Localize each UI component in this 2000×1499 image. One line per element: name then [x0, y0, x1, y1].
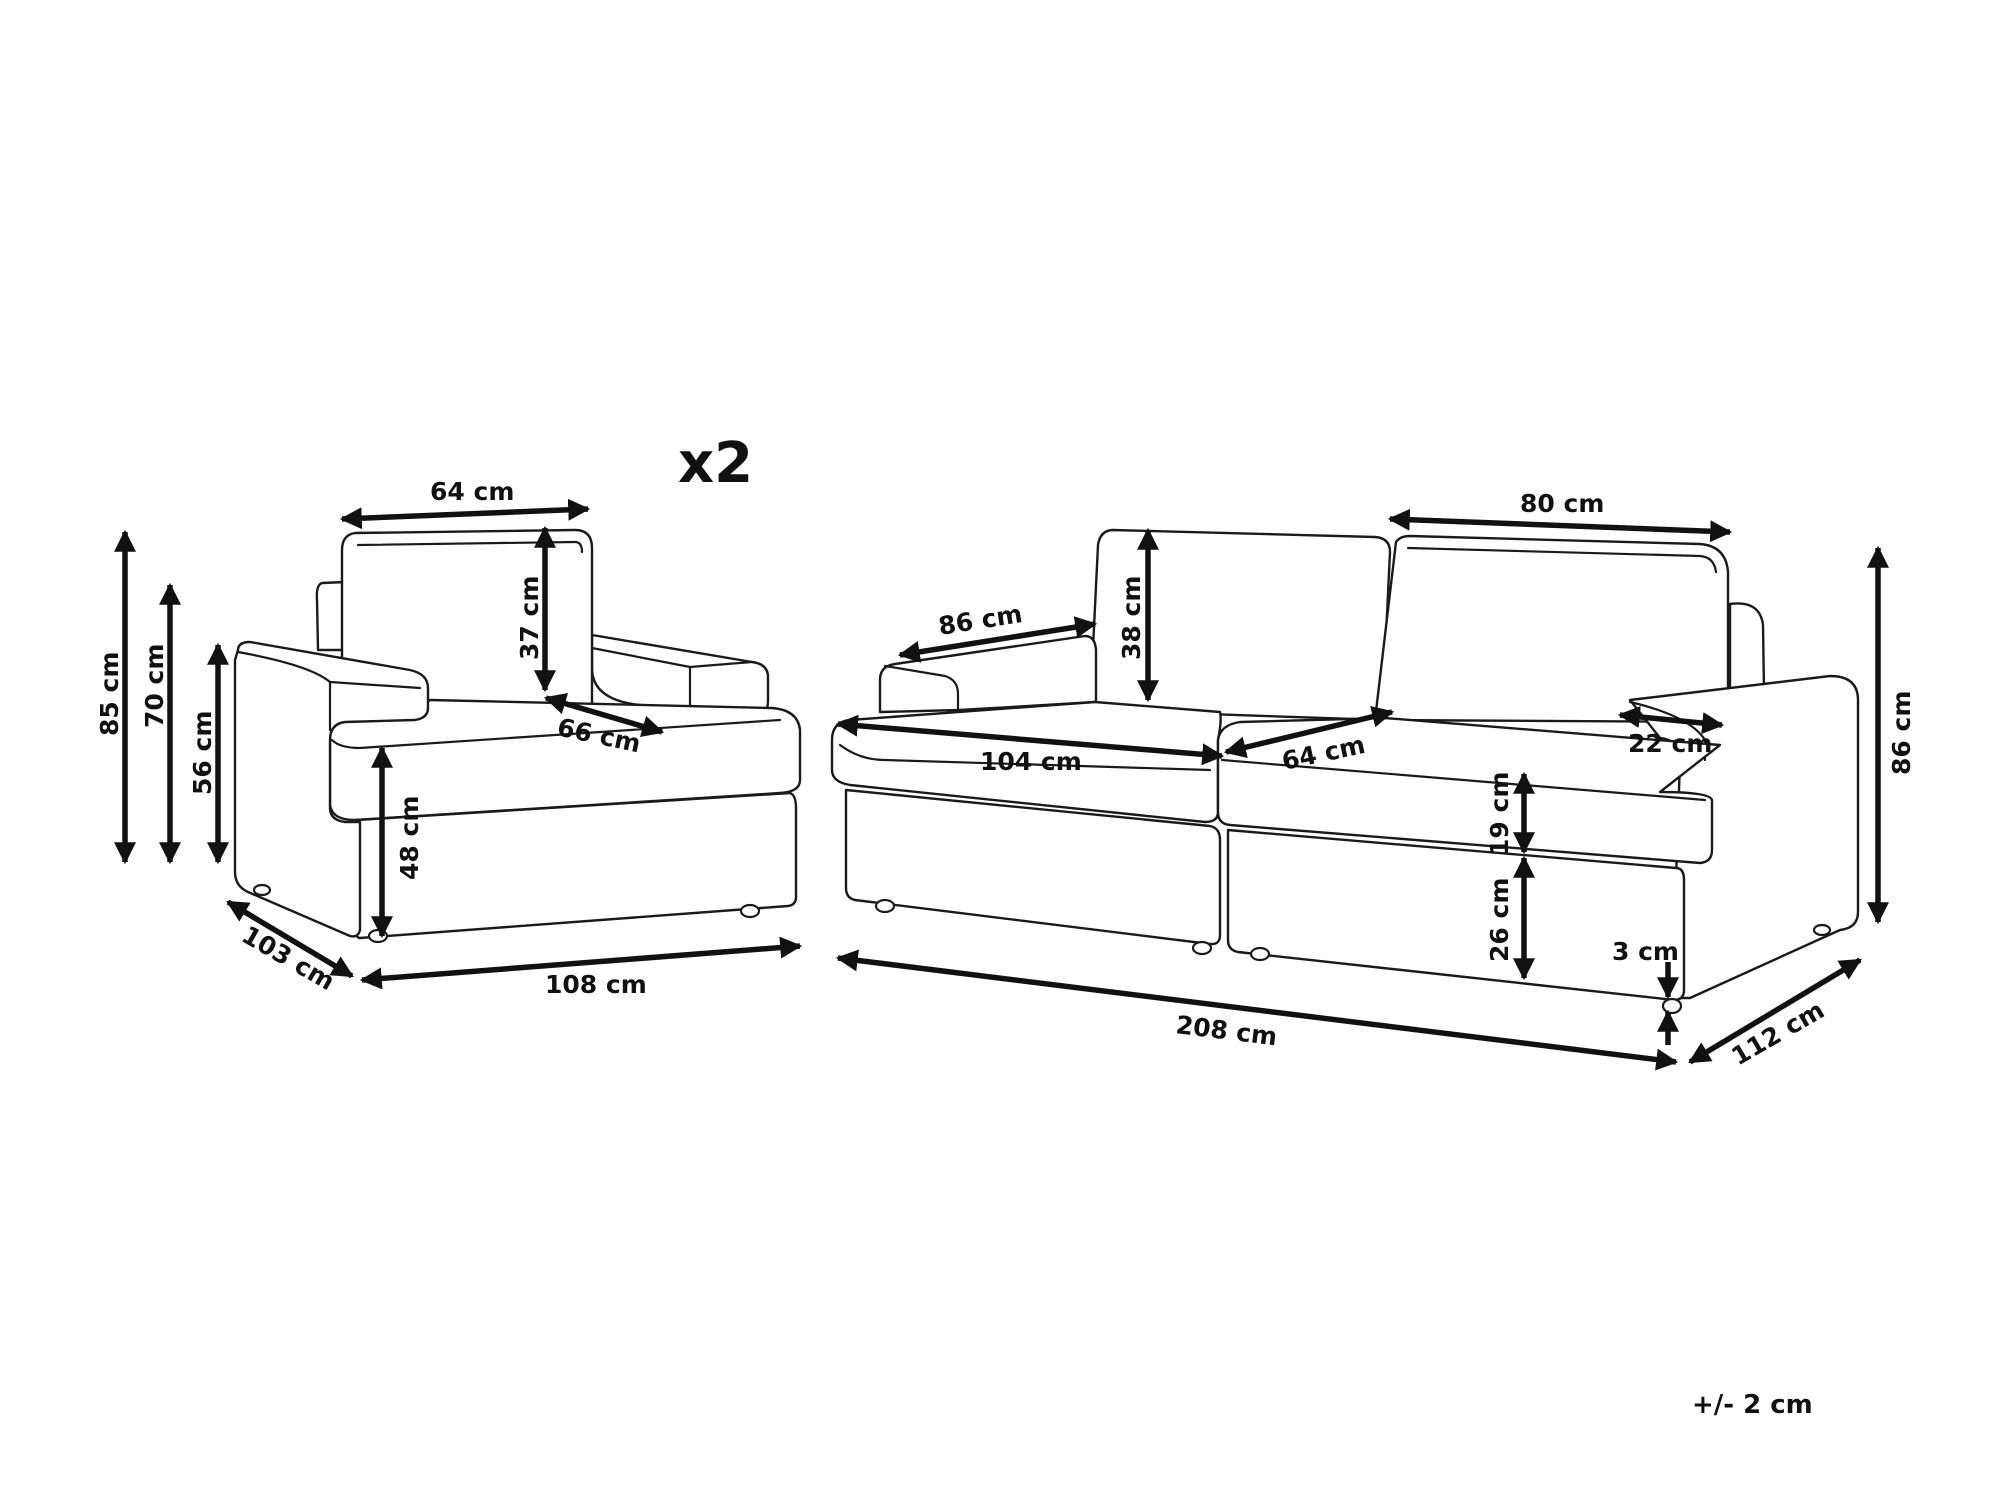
label-armchair-backrest-height: 37 cm: [515, 576, 544, 660]
label-armchair-backrest-width: 64 cm: [430, 477, 514, 506]
armchair-drawing: [233, 528, 802, 944]
quantity-label: x2: [678, 431, 753, 496]
sofa-left-base: [844, 788, 1222, 946]
label-armchair-arm-height: 56 cm: [188, 711, 217, 795]
label-sofa-backrest-height: 38 cm: [1117, 576, 1146, 660]
label-sofa-leg-height: 3 cm: [1612, 937, 1679, 966]
dim-sofa-depth: [1688, 957, 1862, 1065]
label-armchair-back-height: 70 cm: [140, 644, 169, 728]
label-armchair-seat-height: 48 cm: [395, 796, 424, 880]
dim-armchair-backrest-width: [339, 498, 591, 530]
sofa-left-arm: [878, 634, 1098, 714]
dim-sofa-width: [835, 949, 1679, 1071]
label-armchair-width: 108 cm: [545, 970, 647, 999]
armchair-right-arm: [590, 633, 770, 714]
label-sofa-seat-width: 104 cm: [980, 747, 1082, 776]
tolerance-label: +/- 2 cm: [1692, 1390, 1813, 1420]
dimension-lines: [114, 498, 1889, 1071]
dim-armchair-width: [359, 936, 803, 990]
armchair-back-left-edge: [315, 580, 348, 652]
label-sofa-width: 208 cm: [1174, 1010, 1279, 1051]
label-armchair-total-height: 85 cm: [95, 652, 124, 736]
label-sofa-cushion-thickness: 19 cm: [1485, 772, 1514, 856]
dim-sofa-arm-length: [897, 616, 1098, 663]
dim-sofa-backrest-width: [1387, 508, 1733, 543]
label-sofa-backrest-width: 80 cm: [1520, 489, 1604, 518]
dim-sofa-seat-depth: [1223, 705, 1395, 759]
sofa-back-right-edge: [1728, 602, 1766, 692]
label-sofa-total-height: 86 cm: [1887, 691, 1916, 775]
label-sofa-arm-width: 22 cm: [1628, 729, 1712, 758]
dim-armchair-depth: [226, 899, 354, 979]
dim-armchair-seat-depth: [543, 693, 665, 737]
dim-sofa-arm-width: [1617, 705, 1725, 735]
label-sofa-base-height: 26 cm: [1485, 878, 1514, 962]
dim-sofa-seat-width: [835, 714, 1225, 766]
